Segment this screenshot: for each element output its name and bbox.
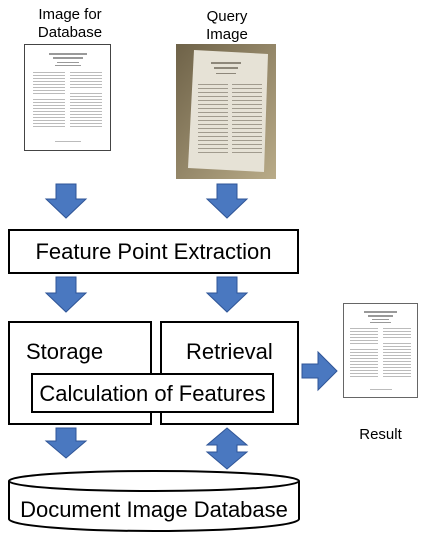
database-image-label: Image for Database xyxy=(22,6,118,42)
arrow-down-extraction-to-storage xyxy=(44,276,88,313)
arrow-down-query-to-extraction xyxy=(205,183,249,219)
query-image-label-line1: Query xyxy=(206,8,248,25)
feature-point-extraction-label: Feature Point Extraction xyxy=(35,239,272,264)
arrow-bidirectional-retrieval-database xyxy=(205,427,249,470)
query-image-label-line2: Image xyxy=(206,26,248,43)
arrow-down-storage-to-database xyxy=(44,427,88,459)
storage-label: Storage xyxy=(26,339,104,364)
calculation-of-features-label: Calculation of Features xyxy=(39,381,266,406)
arrow-down-db-to-extraction xyxy=(44,183,88,219)
database-image-label-line2: Database xyxy=(37,24,103,41)
database-document-content xyxy=(33,53,102,142)
retrieval-label: Retrieval xyxy=(186,339,273,364)
feature-point-extraction-box: Feature Point Extraction xyxy=(8,229,299,274)
database-document-thumbnail xyxy=(24,44,111,151)
result-label: Result xyxy=(359,426,402,443)
query-photo-content xyxy=(176,44,276,179)
database-image-label-line1: Image for xyxy=(38,6,102,23)
arrow-down-extraction-to-retrieval xyxy=(205,276,249,313)
calculation-of-features-box: Calculation of Features xyxy=(31,373,274,413)
query-photo-thumbnail xyxy=(176,44,276,179)
result-document-content xyxy=(350,311,411,390)
document-image-database-label: Document Image Database xyxy=(20,497,288,522)
arrow-right-to-result xyxy=(301,350,338,392)
result-document-thumbnail xyxy=(343,303,418,398)
query-image-label: Query Image xyxy=(187,8,267,44)
